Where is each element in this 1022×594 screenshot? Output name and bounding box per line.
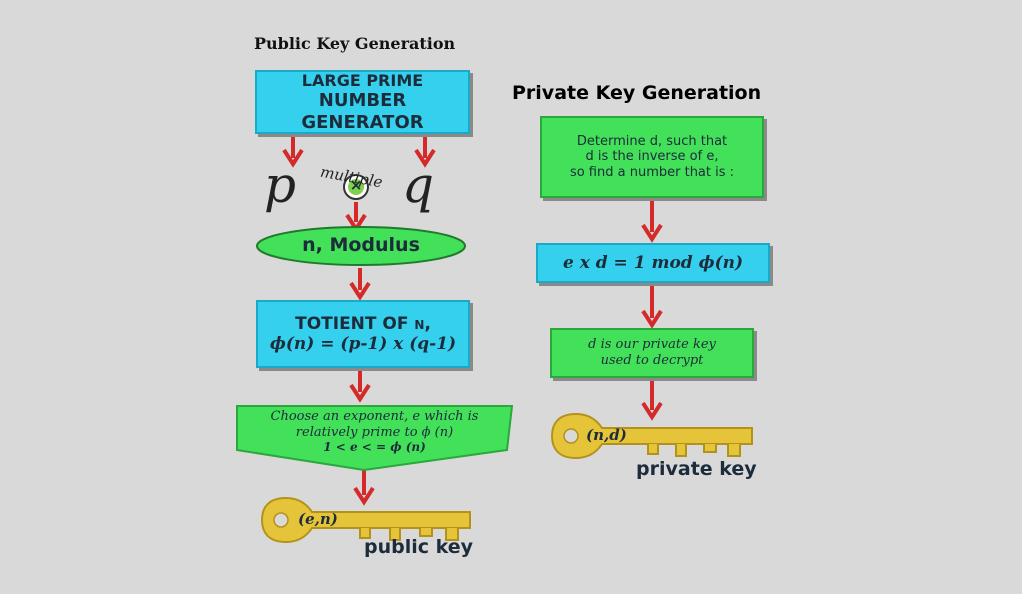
arrow-equation-to-private <box>641 285 663 327</box>
arrow-determine-to-equation <box>641 200 663 241</box>
private-key-icon <box>550 412 753 460</box>
equation-box: e x d = 1 mod ϕ(n) <box>536 243 770 283</box>
arrow-multiply-to-modulus <box>345 202 367 231</box>
exponent-shape <box>236 405 514 472</box>
arrow-modulus-to-totient <box>349 268 371 299</box>
private-line-1: d is our private key <box>588 337 716 353</box>
arrow-totient-to-exponent <box>349 370 371 401</box>
public-key-title: Public Key Generation <box>254 34 456 53</box>
public-key-icon <box>260 496 471 544</box>
arrow-generator-to-q <box>414 135 436 166</box>
private-key-box: d is our private key used to decrypt <box>550 328 754 378</box>
p-symbol: p <box>264 156 297 214</box>
prime-generator-box: LARGE PRIME NUMBER GENERATOR <box>255 70 470 134</box>
modulus-label: n, Modulus <box>302 234 420 256</box>
totient-line-2: ϕ(n) = (p-1) x (q-1) <box>269 334 457 354</box>
private-line-2: used to decrypt <box>600 353 704 368</box>
generator-line-1: LARGE PRIME <box>301 70 424 90</box>
q-symbol: q <box>402 156 435 214</box>
private-key-label: (n,d) <box>586 426 627 444</box>
generator-line-2: NUMBER GENERATOR <box>301 90 424 133</box>
arrow-generator-to-p <box>282 135 304 166</box>
private-key-title: Private Key Generation <box>512 82 762 104</box>
exponent-line-3: 1 < e < = ϕ (n) <box>323 440 426 455</box>
equation-text: e x d = 1 mod ϕ(n) <box>562 252 744 273</box>
multiply-symbol: × <box>349 176 363 194</box>
exponent-line-2: relatively prime to ϕ (n) <box>295 424 454 440</box>
determine-box: Determine d, such that d is the inverse … <box>540 116 764 198</box>
exponent-text: Choose an exponent, e which is relativel… <box>237 409 512 455</box>
determine-line-1: Determine d, such that <box>576 133 728 149</box>
determine-line-2: d is the inverse of e, <box>585 149 719 165</box>
public-key-caption: public key <box>364 536 474 558</box>
arrow-private-to-key <box>641 380 663 419</box>
determine-line-3: so find a number that is : <box>569 164 735 180</box>
totient-line-1: TOTIENT OF n, <box>295 313 431 334</box>
private-key-caption: private key <box>636 458 757 480</box>
modulus-ellipse <box>256 226 466 266</box>
public-key-label: (e,n) <box>298 510 338 528</box>
totient-box: TOTIENT OF n, ϕ(n) = (p-1) x (q-1) <box>256 300 470 368</box>
exponent-line-1: Choose an exponent, e which is <box>270 409 479 424</box>
arrow-exponent-to-public-key <box>353 470 375 504</box>
